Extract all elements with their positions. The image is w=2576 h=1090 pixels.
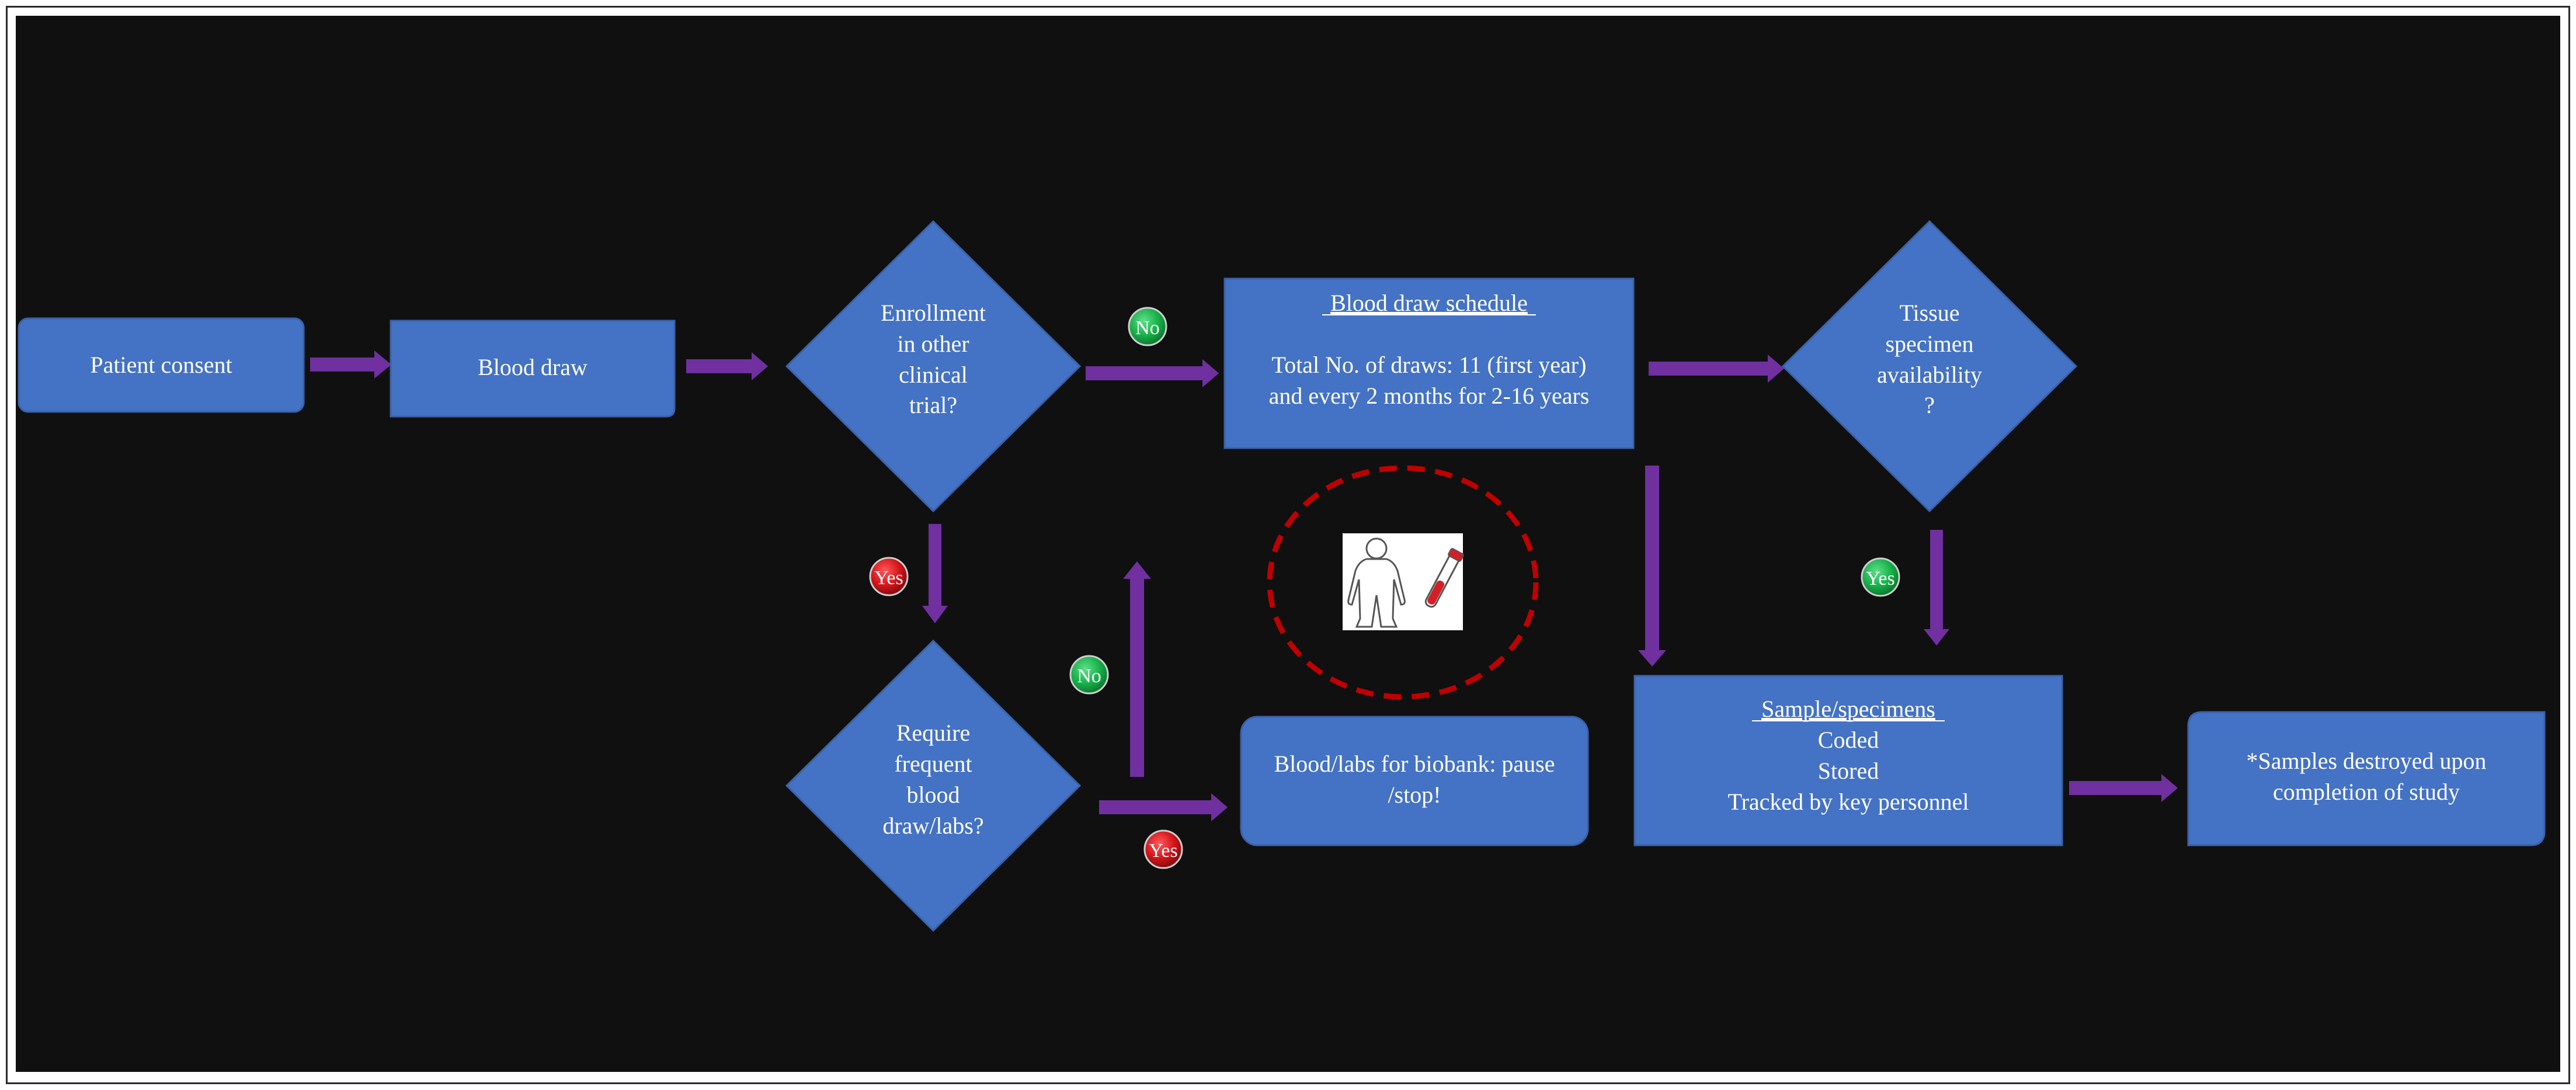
destroyed-line-1: *Samples destroyed upon — [2246, 748, 2486, 774]
samples-line-3: Tracked by key personnel — [1728, 789, 1969, 815]
badge-no-frequent: No — [1069, 655, 1109, 695]
destroyed-line-2: completion of study — [2273, 779, 2460, 805]
samples-line-2: Stored — [1818, 758, 1879, 784]
arrow-require-to-biobank — [1099, 793, 1228, 821]
biobank-line-2: /stop! — [1388, 782, 1441, 808]
schedule-line-2: and every 2 months for 2-16 years — [1269, 383, 1590, 409]
badge-yes-enrollment: Yes — [869, 557, 909, 596]
svg-text:No: No — [1077, 665, 1101, 687]
badge-no-enrollment: No — [1128, 307, 1167, 346]
patient-sample-highlight — [1267, 465, 1539, 700]
samples-title: Sample/specimens — [1761, 696, 1935, 722]
arrow-enrollment-to-schedule — [1086, 359, 1219, 387]
tissue-line-2: specimen — [1885, 331, 1973, 357]
arrows — [310, 350, 2178, 821]
node-samples-destroyed: *Samples destroyed upon completion of st… — [2187, 711, 2546, 846]
arrow-consent-to-blooddraw — [310, 350, 391, 379]
tissue-line-1: Tissue — [1899, 300, 1959, 326]
node-blood-draw-schedule: Blood draw schedule Total No. of draws: … — [1223, 277, 1635, 449]
node-sample-specimens: Sample/specimens Coded Stored Tracked by… — [1633, 675, 2063, 846]
schedule-line-1: Total No. of draws: 11 (first year) — [1272, 352, 1587, 378]
enrollment-line-3: clinical — [899, 362, 968, 388]
node-tissue-decision: Tissue specimen availability ? — [1781, 220, 2078, 513]
arrow-schedule-to-tissue — [1649, 355, 1784, 383]
svg-text:No: No — [1135, 317, 1160, 339]
node-blood-draw: Blood draw — [390, 320, 676, 418]
arrow-enrollment-to-require — [922, 524, 948, 623]
arrow-require-no-up — [1123, 561, 1151, 777]
enrollment-line-1: Enrollment — [881, 300, 986, 326]
patient-consent-label: Patient consent — [90, 352, 232, 378]
node-require-decision: Require frequent blood draw/labs? — [785, 639, 1082, 932]
diagram-canvas: Patient consent Blood draw Enrollment in… — [14, 14, 2562, 1074]
svg-text:Yes: Yes — [1866, 568, 1894, 589]
arrow-schedule-to-samples — [1638, 466, 1666, 667]
node-patient-consent: Patient consent — [18, 317, 305, 413]
schedule-title: Blood draw schedule — [1330, 290, 1528, 316]
enrollment-line-4: trial? — [909, 392, 957, 418]
tissue-line-3: availability — [1877, 362, 1982, 388]
arrow-tissue-to-samples — [1924, 530, 1949, 645]
arrow-samples-to-destroyed — [2069, 774, 2178, 802]
samples-line-1: Coded — [1818, 727, 1879, 753]
biobank-line-1: Blood/labs for biobank: pause — [1274, 751, 1555, 777]
badge-yes-frequent: Yes — [1143, 829, 1183, 869]
tissue-line-4: ? — [1924, 392, 1935, 418]
badge-yes-tissue: Yes — [1861, 557, 1900, 597]
flowchart: Patient consent Blood draw Enrollment in… — [18, 220, 2546, 932]
person-with-blood-tube-icon — [1343, 533, 1464, 630]
svg-text:Yes: Yes — [874, 567, 903, 589]
arrow-blooddraw-to-enrollment — [686, 352, 768, 380]
blood-draw-label: Blood draw — [478, 354, 587, 380]
require-line-4: draw/labs? — [882, 813, 983, 839]
node-biobank-pause: Blood/labs for biobank: pause /stop! — [1240, 716, 1589, 846]
node-enrollment-decision: Enrollment in other clinical trial? — [785, 220, 1082, 513]
svg-text:Yes: Yes — [1149, 840, 1177, 862]
require-line-3: blood — [906, 782, 960, 808]
require-line-1: Require — [896, 720, 971, 746]
enrollment-line-2: in other — [897, 331, 969, 357]
require-line-2: frequent — [894, 751, 972, 777]
